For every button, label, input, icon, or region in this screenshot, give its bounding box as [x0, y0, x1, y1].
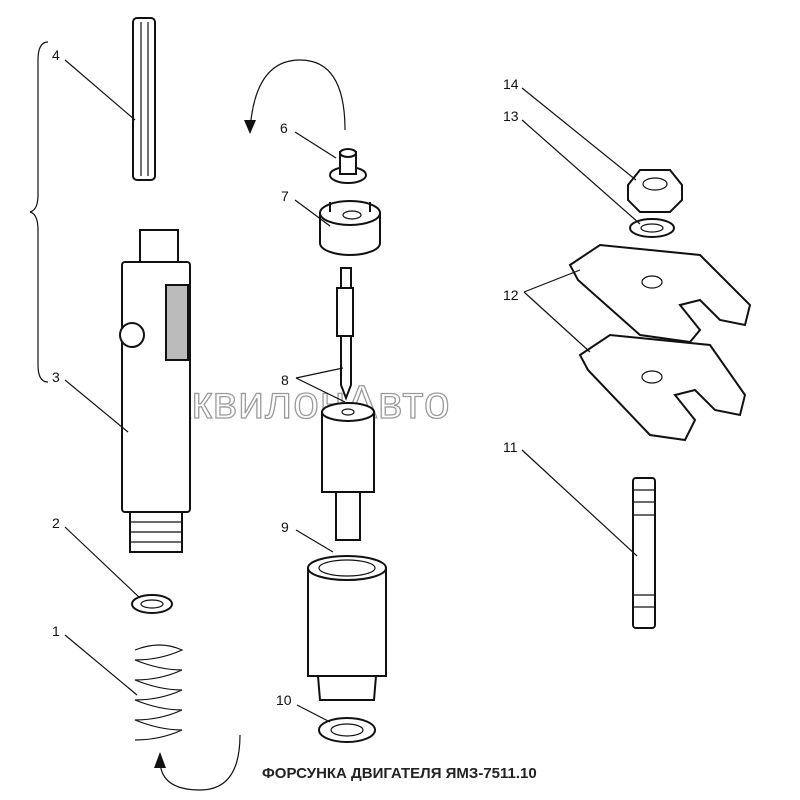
filter-rod-part [132, 17, 156, 181]
diagram-caption: ФОРСУНКА ДВИГАТЕЛЯ ЯМЗ-7511.10 [262, 765, 537, 782]
nozzle-part [321, 402, 375, 541]
injector-body-part [119, 229, 191, 553]
bracket [29, 41, 49, 383]
clamp-plates-part [568, 243, 752, 442]
callout-4: 4 [52, 47, 60, 63]
callout-3: 3 [52, 369, 60, 385]
watermark: АквилонАвто [160, 376, 451, 428]
callout-14: 14 [503, 76, 519, 92]
needle-part [336, 267, 354, 401]
callout-8: 8 [281, 372, 289, 388]
stop-part [329, 148, 367, 184]
callout-9: 9 [281, 519, 289, 535]
nut-part [627, 169, 683, 213]
callout-10: 10 [276, 692, 292, 708]
cap-nut-part [307, 555, 387, 701]
callout-11: 11 [503, 439, 518, 455]
callout-7: 7 [281, 188, 289, 204]
spring-part [134, 644, 184, 741]
washer-13-part [629, 218, 675, 238]
callout-2: 2 [52, 515, 60, 531]
washer-2-part [131, 594, 173, 614]
callout-1: 1 [52, 623, 60, 639]
spacer-nut-part [319, 200, 381, 256]
washer-10-part [318, 717, 376, 743]
callout-6: 6 [280, 120, 288, 136]
assembly-arrow-top [249, 59, 346, 131]
callout-13: 13 [503, 108, 519, 124]
callout-12: 12 [503, 287, 519, 303]
assembly-arrow-bottom [159, 734, 241, 791]
stud-part [632, 477, 656, 629]
